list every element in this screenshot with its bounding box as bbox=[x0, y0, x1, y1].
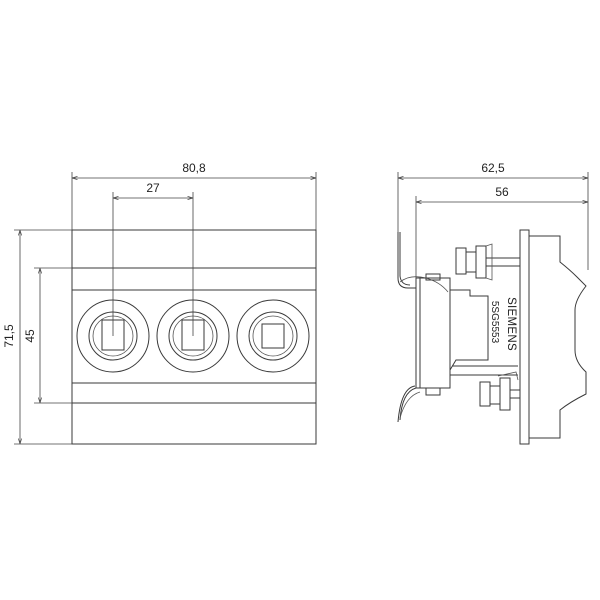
dim-label-side-inner-depth: 56 bbox=[495, 185, 509, 199]
side-base-plate bbox=[415, 277, 451, 389]
terminal-3 bbox=[236, 299, 310, 373]
front-view: 80,8 27 71,5 45 bbox=[2, 161, 317, 445]
dim-label-terminal-pitch: 27 bbox=[146, 181, 160, 195]
dim-label-front-inner-height: 45 bbox=[23, 329, 37, 343]
rail-clip-lower bbox=[397, 385, 430, 423]
side-base-tab-bottom bbox=[425, 387, 441, 396]
side-center-bracket bbox=[449, 289, 518, 376]
side-front-flange bbox=[519, 229, 530, 445]
dim-label-front-width: 80,8 bbox=[182, 161, 206, 175]
side-base-tab-top bbox=[425, 273, 441, 281]
lower-terminal-screw bbox=[479, 371, 520, 411]
front-body-outline bbox=[71, 229, 317, 445]
side-view: 62,5 56 bbox=[397, 161, 589, 445]
dim-label-side-depth: 62,5 bbox=[481, 161, 505, 175]
part-number-label: 5SG5553 bbox=[489, 301, 500, 344]
brand-logo-text: SIEMENS bbox=[505, 297, 517, 351]
upper-terminal-screw bbox=[455, 243, 520, 281]
side-front-cap-profile bbox=[529, 235, 587, 439]
dim-label-front-height: 71,5 bbox=[2, 324, 16, 348]
rail-clip-upper bbox=[397, 232, 416, 289]
rail-clip-wire-bottom bbox=[399, 391, 421, 419]
